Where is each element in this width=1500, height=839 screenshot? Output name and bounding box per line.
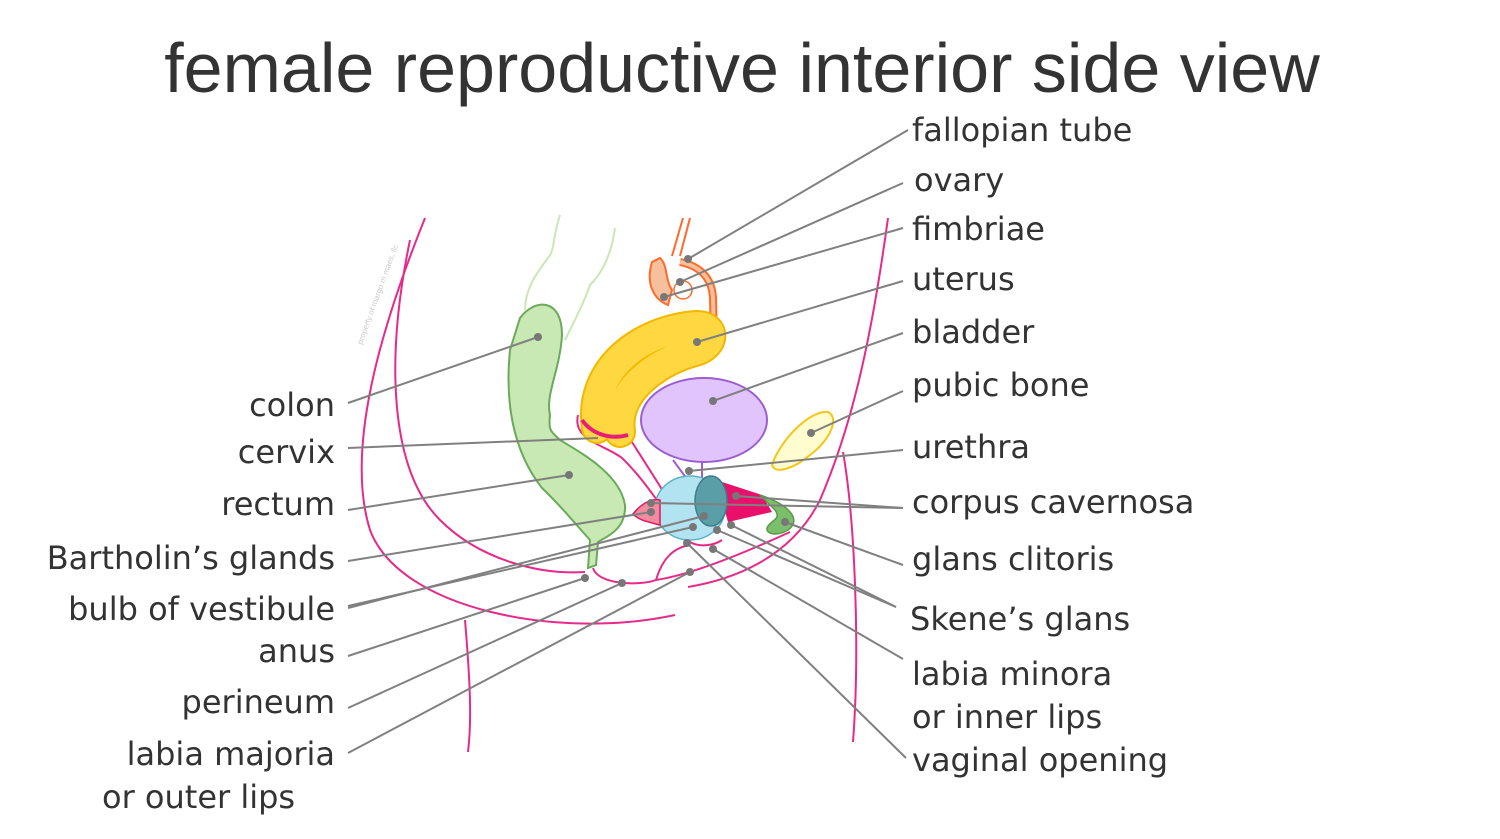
label-ovary: ovary: [914, 161, 1004, 199]
bladder: [640, 377, 768, 463]
leader-lines: [347, 129, 909, 759]
page-title: female reproductive interior side view: [164, 29, 1320, 107]
label-vaginal-opening: vaginal opening: [912, 741, 1168, 779]
uterus: [580, 309, 727, 448]
label-fimbriae: fimbriae: [912, 210, 1045, 248]
pubic-bone: [770, 410, 835, 471]
label-labia-minora: labia minora: [912, 655, 1112, 693]
label-bulb-of-vestibule: bulb of vestibule: [68, 590, 335, 628]
label-labia-minora-alt: or inner lips: [912, 698, 1102, 736]
label-fallopian-tube: fallopian tube: [912, 111, 1132, 149]
label-colon: colon: [249, 386, 335, 424]
label-labia-majoria-alt: or outer lips: [102, 778, 295, 816]
label-skenes-glans: Skene’s glans: [910, 600, 1130, 638]
label-bladder: bladder: [912, 313, 1035, 351]
label-anus: anus: [258, 632, 335, 670]
label-labia-majoria: labia majoria: [127, 735, 335, 773]
corpus-cavernosa: [716, 480, 772, 522]
body-outline: [360, 217, 889, 753]
colon-rectum: [507, 214, 627, 570]
label-corpus-cavernosa: corpus cavernosa: [912, 483, 1194, 521]
label-glans-clitoris: glans clitoris: [912, 540, 1114, 578]
label-urethra: urethra: [912, 428, 1030, 466]
label-uterus: uterus: [912, 260, 1015, 298]
label-pubic-bone: pubic bone: [912, 366, 1089, 404]
watermark: property of margo m maes, llc: [355, 243, 400, 346]
label-cervix: cervix: [238, 433, 335, 471]
label-perineum: perineum: [182, 683, 335, 721]
label-rectum: rectum: [221, 485, 335, 523]
glans-clitoris: [759, 494, 795, 535]
label-bartholins-glands: Bartholin’s glands: [47, 539, 335, 577]
corpus-body: [694, 475, 728, 527]
